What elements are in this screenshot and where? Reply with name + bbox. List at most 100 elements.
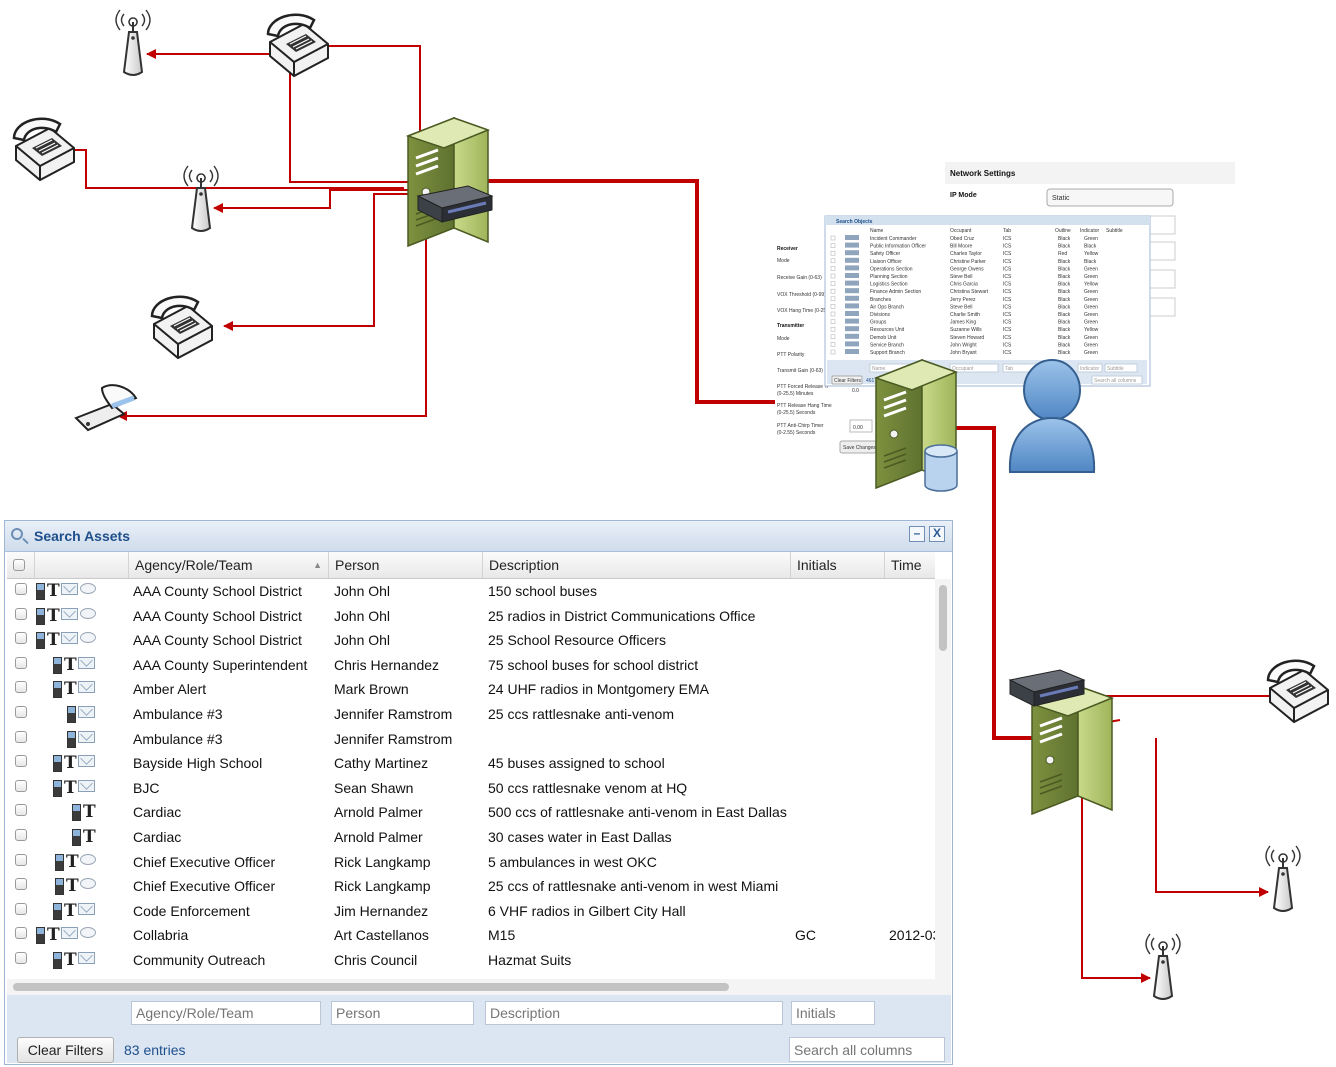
row-checkbox[interactable]: [15, 780, 27, 792]
horizontal-scrollbar[interactable]: [7, 979, 951, 995]
description-cell: 25 ccs of rattlesnake anti-venom in west…: [488, 878, 778, 894]
agency-cell: Code Enforcement: [133, 903, 250, 919]
so-cell: Demob Unit: [870, 335, 897, 341]
table-row[interactable]: Ambulance #3 Jennifer Ramstrom: [7, 727, 935, 751]
description-cell: 25 ccs rattlesnake anti-venom: [488, 706, 674, 722]
so-cell: ICS: [1003, 274, 1012, 280]
ip-mode-label: IP Mode: [950, 192, 977, 199]
telephone-icon: T: [64, 903, 76, 920]
minimize-button[interactable]: –: [909, 526, 925, 542]
person-filter-input[interactable]: [331, 1001, 474, 1025]
agency-cell: AAA County School District: [133, 632, 302, 648]
so-row-checkbox[interactable]: [831, 304, 835, 308]
so-filter-subtitle: Subtitle: [1107, 366, 1124, 372]
column-header-initials[interactable]: Initials: [791, 552, 885, 578]
so-cell: Black: [1084, 259, 1097, 265]
select-all-checkbox[interactable]: [13, 559, 25, 571]
initials-cell: GC: [795, 927, 816, 943]
initials-filter-input[interactable]: [791, 1001, 875, 1025]
email-icon: [61, 632, 78, 644]
close-button[interactable]: X: [929, 526, 945, 542]
so-row-checkbox[interactable]: [831, 320, 835, 324]
vertical-scrollbar[interactable]: [935, 579, 951, 979]
so-cell: Support Branch: [870, 350, 905, 356]
description-cell: 150 school buses: [488, 583, 597, 599]
so-col-header: Indicator: [1080, 228, 1100, 234]
row-checkbox[interactable]: [15, 632, 27, 644]
row-checkbox[interactable]: [15, 583, 27, 595]
so-row-checkbox[interactable]: [831, 297, 835, 301]
person-cell: Rick Langkamp: [334, 878, 431, 894]
row-checkbox[interactable]: [15, 657, 27, 669]
scroll-thumb[interactable]: [13, 983, 729, 991]
row-checkbox[interactable]: [15, 731, 27, 743]
column-header-person[interactable]: Person: [329, 552, 483, 578]
person-cell: Jennifer Ramstrom: [334, 731, 452, 747]
description-cell: 50 ccs rattlesnake venom at HQ: [488, 780, 687, 796]
so-cell: ICS: [1003, 282, 1012, 288]
so-row-checkbox[interactable]: [831, 350, 835, 354]
so-col-header: Name: [870, 228, 884, 234]
so-row-checkbox[interactable]: [831, 342, 835, 346]
row-checkbox[interactable]: [15, 927, 27, 939]
clear-filters-button[interactable]: Clear Filters: [17, 1037, 114, 1063]
so-row-checkbox[interactable]: [831, 327, 835, 331]
description-filter-input[interactable]: [485, 1001, 783, 1025]
so-row-checkbox[interactable]: [831, 266, 835, 270]
row-checkbox[interactable]: [15, 755, 27, 767]
description-cell: M15: [488, 927, 515, 943]
so-row-checkbox[interactable]: [831, 335, 835, 339]
so-cell: Black: [1058, 304, 1071, 310]
row-checkbox[interactable]: [15, 952, 27, 964]
so-cell: Yellow: [1084, 327, 1099, 333]
agency-filter-input[interactable]: [131, 1001, 321, 1025]
row-checkbox[interactable]: [15, 903, 27, 915]
scroll-thumb[interactable]: [939, 585, 947, 651]
row-checkbox[interactable]: [15, 804, 27, 816]
so-cell: Red: [1058, 251, 1067, 257]
person-cell: Arnold Palmer: [334, 804, 423, 820]
so-cell: Green: [1084, 335, 1098, 341]
agency-cell: Community Outreach: [133, 952, 265, 968]
so-row-checkbox[interactable]: [831, 259, 835, 263]
so-cell: ICS: [1003, 335, 1012, 341]
agency-cell: Ambulance #3: [133, 731, 223, 747]
row-checkbox[interactable]: [15, 854, 27, 866]
so-row-checkbox[interactable]: [831, 236, 835, 240]
so-cell: ICS: [1003, 304, 1012, 310]
row-checkbox[interactable]: [15, 706, 27, 718]
column-header-agency[interactable]: Agency/Role/Team ▲: [129, 552, 329, 578]
column-header-time[interactable]: Time: [885, 552, 935, 578]
so-row-checkbox[interactable]: [831, 312, 835, 316]
row-checkbox[interactable]: [15, 878, 27, 890]
telephone-icon: T: [83, 804, 95, 821]
so-row-checkbox[interactable]: [831, 251, 835, 255]
radio-setting-label: Transmitter: [777, 323, 804, 329]
so-cell: Black: [1058, 259, 1071, 265]
desk-phone-icon: [1268, 661, 1328, 722]
so-row-checkbox[interactable]: [831, 289, 835, 293]
so-row-checkbox[interactable]: [831, 282, 835, 286]
column-header-description[interactable]: Description: [483, 552, 791, 578]
row-checkbox[interactable]: [15, 681, 27, 693]
so-row-checkbox[interactable]: [831, 244, 835, 248]
row-checkbox[interactable]: [15, 608, 27, 620]
so-row-checkbox[interactable]: [831, 274, 835, 278]
row-checkbox[interactable]: [15, 829, 27, 841]
search-all-input[interactable]: [789, 1037, 945, 1062]
